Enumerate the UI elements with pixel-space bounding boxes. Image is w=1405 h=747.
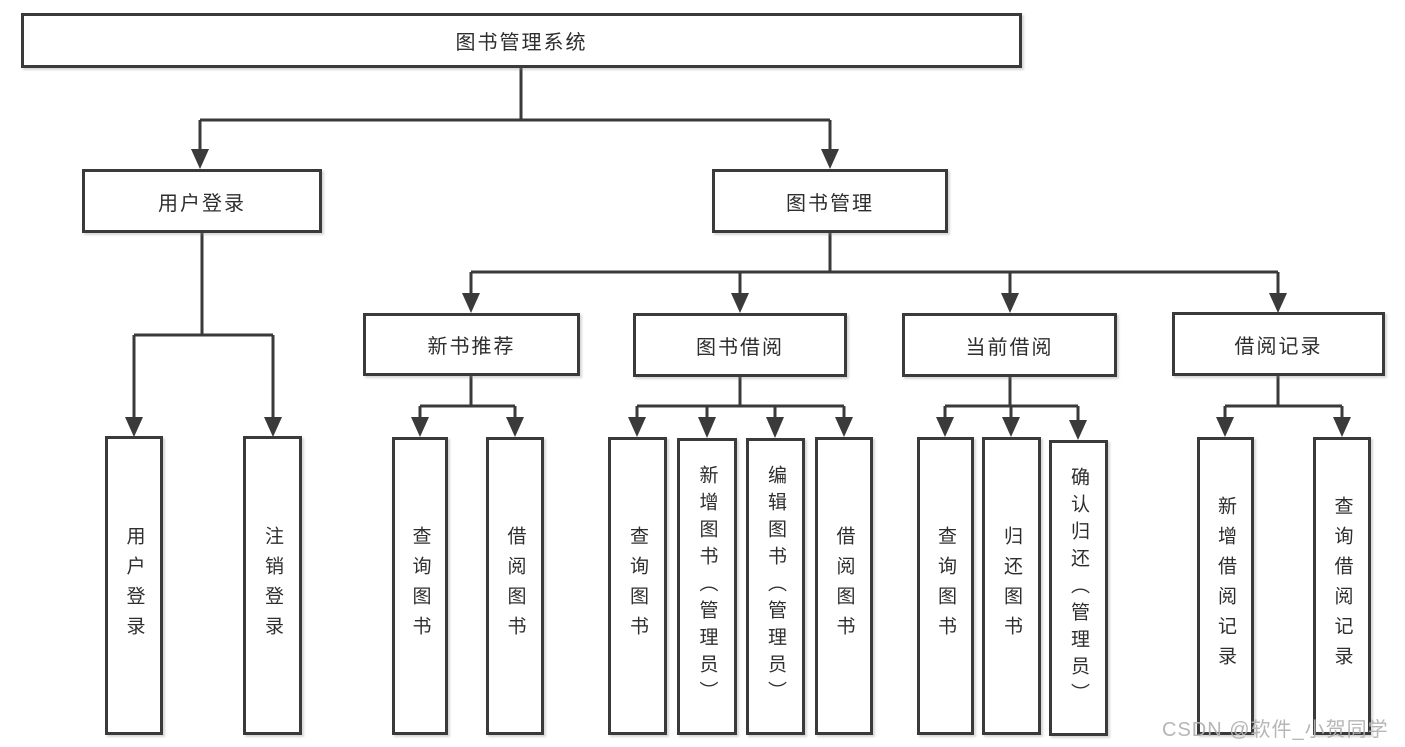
arrowhead	[411, 417, 429, 437]
node-new-book-recommend: 新书推荐	[363, 313, 580, 376]
node-leaf-confirm-return-admin: 确认归还（管理员）	[1049, 440, 1108, 736]
edge-newbookrec-to-leaves	[418, 376, 517, 418]
node-leaf-return-books: 归还图书	[982, 437, 1041, 735]
node-leaf-add-book-admin: 新增图书（管理员）	[677, 438, 737, 735]
node-book-borrowing: 图书借阅	[633, 313, 847, 377]
arrowhead	[698, 417, 716, 438]
arrowhead	[1002, 417, 1020, 437]
arrowhead	[821, 149, 839, 169]
arrowhead	[264, 417, 282, 437]
arrowhead	[731, 293, 749, 313]
arrowhead	[191, 149, 209, 169]
node-book-management: 图书管理	[712, 169, 948, 233]
node-leaf-borrow-books-1: 借阅图书	[486, 437, 544, 735]
node-leaf-logout: 注销登录	[243, 436, 302, 735]
node-borrowing-records: 借阅记录	[1172, 312, 1385, 376]
arrowhead	[766, 417, 784, 438]
arrowhead	[1216, 417, 1234, 437]
node-leaf-query-borrow-record: 查询借阅记录	[1313, 437, 1371, 735]
node-leaf-query-books-1: 查询图书	[392, 437, 448, 735]
edge-userlogin-to-leaves	[132, 233, 275, 418]
arrowhead	[835, 417, 853, 437]
arrowhead	[1069, 420, 1087, 440]
arrowheads	[125, 149, 1351, 440]
edge-borrowrecords-to-leaves	[1223, 376, 1344, 418]
edge-bookmgmt-to-level3	[469, 233, 1280, 294]
node-leaf-user-login: 用户登录	[105, 436, 163, 735]
edge-currentborrow-to-leaves	[943, 377, 1080, 421]
arrowhead	[462, 293, 480, 313]
node-leaf-query-books-2: 查询图书	[608, 437, 667, 735]
edge-root-to-level2	[198, 68, 832, 150]
node-leaf-borrow-books-2: 借阅图书	[815, 437, 873, 735]
arrowhead	[936, 417, 954, 437]
node-current-borrowing: 当前借阅	[902, 313, 1117, 377]
node-root: 图书管理系统	[21, 13, 1022, 68]
arrowhead	[125, 417, 143, 437]
node-leaf-edit-book-admin: 编辑图书（管理员）	[746, 438, 805, 735]
arrowhead	[1269, 293, 1287, 313]
node-leaf-add-borrow-record: 新增借阅记录	[1197, 437, 1254, 735]
arrowhead	[1001, 293, 1019, 313]
node-user-login: 用户登录	[82, 169, 322, 233]
csdn-watermark: CSDN @软件_小贺同学	[1162, 719, 1389, 741]
arrowhead	[1333, 417, 1351, 437]
edge-bookborrow-to-leaves	[635, 377, 846, 418]
node-leaf-query-books-3: 查询图书	[917, 437, 974, 735]
arrowhead	[628, 417, 646, 437]
arrowhead	[506, 417, 524, 437]
